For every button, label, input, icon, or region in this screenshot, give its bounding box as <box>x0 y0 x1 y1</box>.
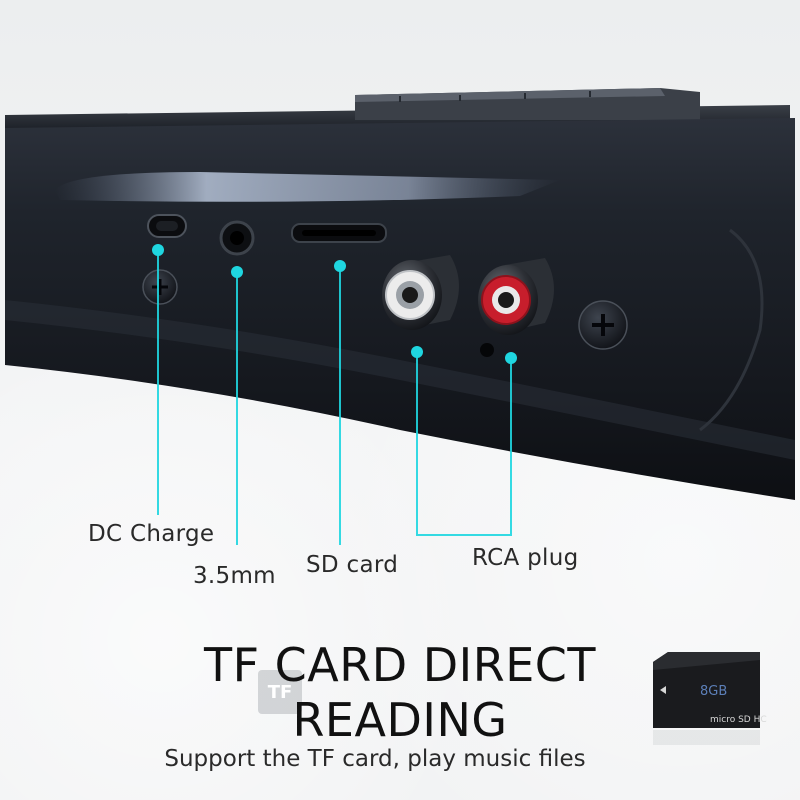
callout-lines <box>157 250 512 545</box>
screw-icon <box>142 269 178 305</box>
tf-badge-text: TF <box>268 682 293 703</box>
label-rca-plug: RCA plug <box>472 545 579 571</box>
screw-icon <box>578 300 628 350</box>
sd-brand-text: micro SD HC <box>710 715 767 725</box>
audio-jack-port <box>219 220 255 256</box>
dc-charge-port <box>147 214 187 238</box>
sd-capacity-text: 8GB <box>700 684 727 699</box>
rca-white-jack <box>382 255 459 330</box>
label-sd-card: SD card <box>306 552 399 578</box>
small-hole <box>480 343 494 357</box>
tf-badge: TF <box>258 670 302 714</box>
headline-line-1: TF CARD DIRECT <box>203 638 596 692</box>
label-dc-charge: DC Charge <box>88 521 215 547</box>
subheadline: Support the TF card, play music files <box>164 746 586 772</box>
label-3-5mm: 3.5mm <box>193 563 276 589</box>
callout-dots <box>152 244 517 364</box>
headline-line-2: READING <box>292 693 508 747</box>
rca-red-jack <box>478 258 554 335</box>
microsd-card: 8GB micro SD HC <box>653 652 767 728</box>
sd-card-slot <box>291 223 387 243</box>
